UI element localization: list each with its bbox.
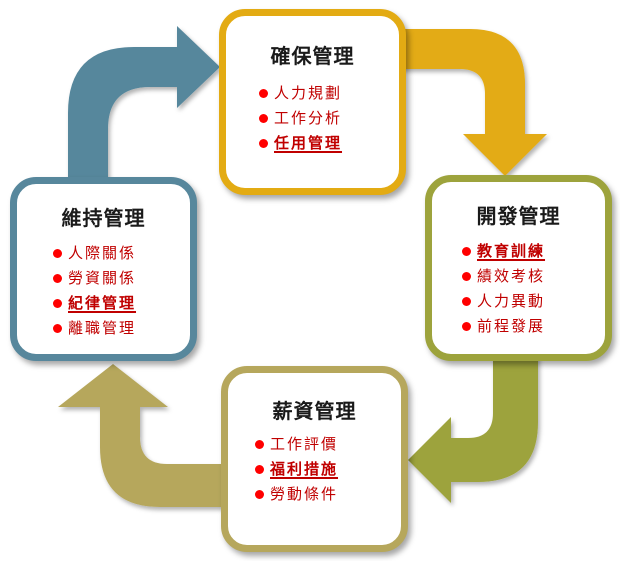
item-list: 人力規劃 工作分析 任用管理: [259, 81, 399, 156]
item-list: 工作評價 福利措施 勞動條件: [255, 432, 401, 507]
item-list: 教育訓練 績效考核 人力異動 前程發展: [462, 239, 605, 339]
item-list: 人際關係 勞資關係 紀律管理 離職管理: [53, 241, 190, 341]
card-title: 開發管理: [476, 204, 561, 228]
list-item: 勞資關係: [53, 266, 190, 291]
list-item: 勞動條件: [255, 482, 401, 507]
list-item: 人力異動: [462, 289, 605, 314]
card-securing-management: 確保管理 人力規劃 工作分析 任用管理: [219, 9, 406, 195]
card-title: 薪資管理: [272, 399, 357, 423]
card-compensation-management: 薪資管理 工作評價 福利措施 勞動條件: [221, 366, 408, 552]
list-item-emphasized: 福利措施: [255, 457, 401, 482]
list-item: 工作評價: [255, 432, 401, 457]
list-item: 人際關係: [53, 241, 190, 266]
card-development-management: 開發管理 教育訓練 績效考核 人力異動 前程發展: [425, 175, 612, 361]
list-item: 前程發展: [462, 314, 605, 339]
list-item: 人力規劃: [259, 81, 399, 106]
card-maintenance-management: 維持管理 人際關係 勞資關係 紀律管理 離職管理: [10, 177, 197, 361]
arrow-top-to-right: [400, 29, 547, 176]
card-title: 維持管理: [61, 206, 146, 230]
list-item-emphasized: 紀律管理: [53, 291, 190, 316]
list-item: 績效考核: [462, 264, 605, 289]
list-item: 離職管理: [53, 316, 190, 341]
list-item-emphasized: 任用管理: [259, 131, 399, 156]
arrow-bottom-to-left: [58, 364, 226, 507]
arrow-left-to-top: [68, 26, 220, 182]
card-title: 確保管理: [270, 44, 355, 68]
list-item: 工作分析: [259, 106, 399, 131]
list-item-emphasized: 教育訓練: [462, 239, 605, 264]
arrow-right-to-bottom: [408, 355, 538, 503]
